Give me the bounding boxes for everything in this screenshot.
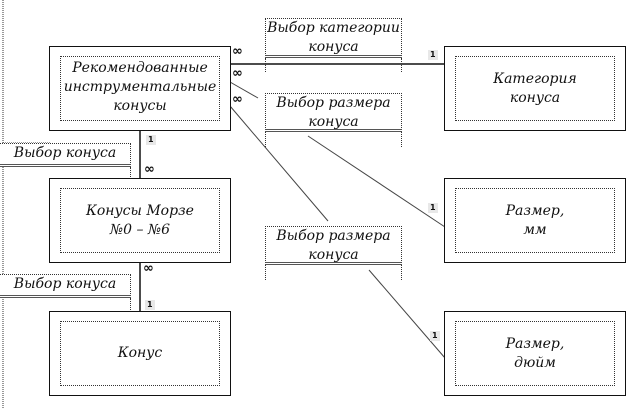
- entity-label: Размер, мм: [455, 188, 615, 253]
- cardinality-one-cone: 1: [145, 300, 155, 310]
- cardinality-one-category: 1: [428, 50, 438, 60]
- entity-size-mm[interactable]: Размер, мм: [444, 178, 626, 263]
- relationship-choose-cone-2[interactable]: Выбор конуса: [0, 274, 131, 298]
- entity-cone-category[interactable]: Категория конуса: [444, 46, 626, 131]
- cardinality-one-recommended-down: 1: [146, 135, 156, 145]
- relationship-choose-size-1-sides: [265, 132, 402, 147]
- entity-label: Размер, дюйм: [455, 321, 615, 386]
- entity-label: Конусы Морзе №0 – №6: [60, 188, 220, 253]
- relationship-choose-size-2-sides: [265, 265, 402, 280]
- entity-cone[interactable]: Конус: [49, 311, 231, 396]
- line-recommended-sizerel: [229, 81, 259, 99]
- cardinality-many-morse-top: ∞: [144, 162, 155, 177]
- relationship-choose-cone-2-sides: [0, 298, 131, 312]
- cardinality-one-size-inch: 1: [430, 331, 440, 341]
- line-sizerel2-size-inch: [368, 269, 446, 359]
- entity-label: Рекомендованные инструментальные конусы: [60, 56, 220, 121]
- entity-size-inch[interactable]: Размер, дюйм: [444, 311, 626, 396]
- relationship-choose-cone-1[interactable]: Выбор конуса: [0, 143, 131, 167]
- relationship-choose-size-1[interactable]: Выбор размера конуса: [265, 93, 402, 132]
- cardinality-many-category: ∞: [232, 44, 243, 59]
- line-recommended-sizerel2: [229, 105, 329, 222]
- cardinality-many-size-mm: ∞: [232, 66, 243, 81]
- relationship-choose-category-sides: [265, 58, 402, 72]
- entity-label: Конус: [60, 321, 220, 386]
- cardinality-many-morse-bottom: ∞: [143, 261, 154, 276]
- line-sizerel-size-mm: [307, 135, 446, 228]
- relationship-choose-cone-1-sides: [0, 167, 131, 179]
- cardinality-one-size-mm: 1: [428, 203, 438, 213]
- relationship-choose-size-2[interactable]: Выбор размера конуса: [265, 226, 402, 265]
- entity-recommended-cones[interactable]: Рекомендованные инструментальные конусы: [49, 46, 231, 131]
- entity-label: Категория конуса: [455, 56, 615, 121]
- cardinality-many-size-inch: ∞: [232, 92, 243, 107]
- entity-morse-cones[interactable]: Конусы Морзе №0 – №6: [49, 178, 231, 263]
- relationship-choose-category[interactable]: Выбор категории конуса: [265, 18, 402, 58]
